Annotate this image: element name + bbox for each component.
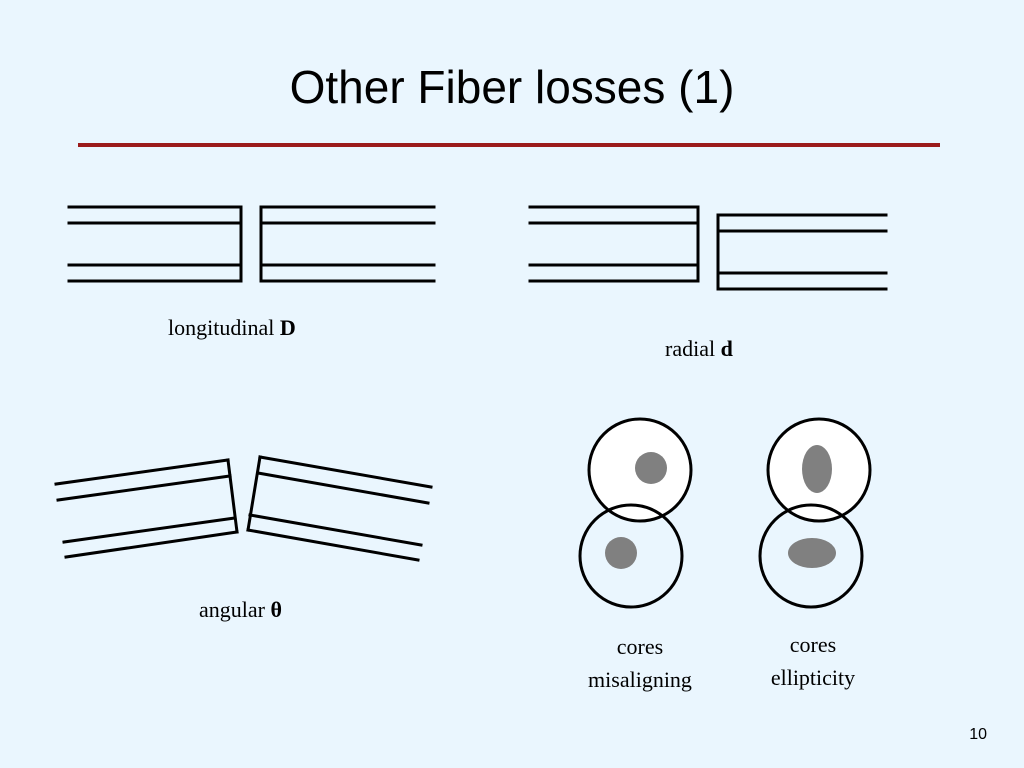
label-cores-ellipticity-line2: ellipticity [770,665,856,690]
label-cores-misaligning-line1: cores [616,634,664,659]
label-cores-misaligning: cores misaligning [570,630,710,696]
label-radial-text: radial [665,336,716,361]
fiber-left-angular [54,458,239,559]
longitudinal-gap-diagram [67,205,436,283]
slide-title: Other Fiber losses (1) [289,61,735,113]
label-angular: angular θ [199,593,282,626]
angular-tilt-diagram [54,455,433,562]
label-longitudinal-symbol: D [279,315,296,340]
label-radial: radial d [665,332,733,365]
cores-ellipticity-diagram [758,417,872,609]
fiber-right-radial [716,213,888,291]
label-cores-ellipticity: cores ellipticity [743,628,883,694]
page-number: 10 [969,726,987,743]
label-cores-ellipticity-line1: cores [789,632,837,657]
label-angular-text: angular [199,597,265,622]
label-angular-symbol: θ [270,597,282,622]
fiber-right-angular [246,455,433,562]
fiber-left-longitudinal [67,205,243,283]
fiber-left-radial [528,205,700,283]
radial-offset-diagram [528,205,888,291]
label-longitudinal: longitudinal D [168,311,296,344]
label-radial-symbol: d [720,336,733,361]
label-longitudinal-text: longitudinal [168,315,275,340]
label-cores-misaligning-line2: misaligning [588,667,692,692]
title-underline [78,143,940,147]
cores-misaligning-diagram [578,417,693,609]
fiber-right-longitudinal [259,205,436,283]
